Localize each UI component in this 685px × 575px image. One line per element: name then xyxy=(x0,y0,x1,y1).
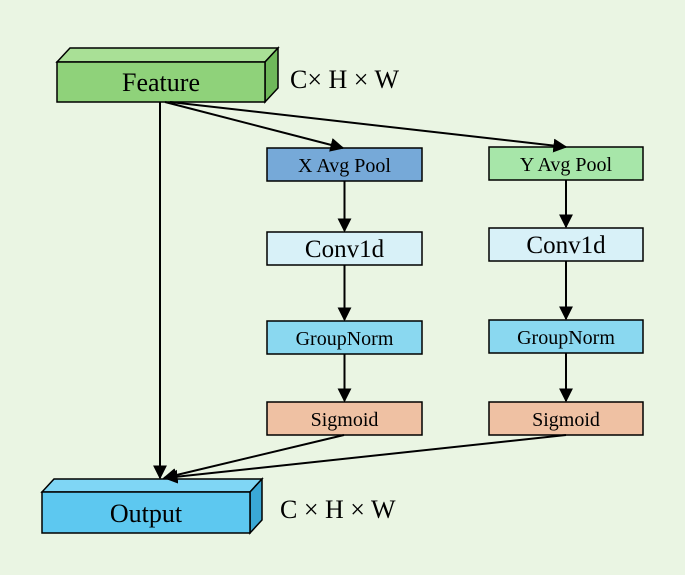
feature-dims: C× H × W xyxy=(290,65,399,94)
y-conv1d-label: Conv1d xyxy=(526,232,606,259)
arrow-feature-to-y-pool xyxy=(169,101,568,153)
feature-label: Feature xyxy=(122,68,200,97)
y-sigmoid-box xyxy=(488,401,644,436)
output-dims: C × H × W xyxy=(280,495,396,524)
x-sigmoid-label: Sigmoid xyxy=(311,409,379,431)
y-groupnorm-box xyxy=(488,319,644,354)
x-groupnorm-box xyxy=(266,320,423,355)
output-block: Output xyxy=(40,477,264,535)
y-conv1d-box xyxy=(488,227,644,262)
y-sigmoid-label: Sigmoid xyxy=(532,409,600,431)
arrow-x-sigmoid-to-output xyxy=(162,434,345,482)
x-branch: X Avg Pool Conv1d GroupNorm Sigmoid xyxy=(266,147,423,436)
y-groupnorm-label: GroupNorm xyxy=(517,327,615,349)
output-label: Output xyxy=(110,499,183,528)
x-conv1d-label: Conv1d xyxy=(305,236,385,263)
arrow-y-sigmoid-to-output xyxy=(163,434,567,484)
arrow-feature-to-x-pool xyxy=(164,101,345,152)
y-avg-pool-label: Y Avg Pool xyxy=(520,154,613,176)
x-avg-pool-label: X Avg Pool xyxy=(298,155,391,177)
feature-block: Feature xyxy=(55,46,280,104)
y-branch: Y Avg Pool Conv1d GroupNorm Sigmoid xyxy=(488,146,644,436)
x-sigmoid-box xyxy=(266,401,423,436)
arrows xyxy=(153,101,573,484)
x-groupnorm-label: GroupNorm xyxy=(296,328,394,350)
